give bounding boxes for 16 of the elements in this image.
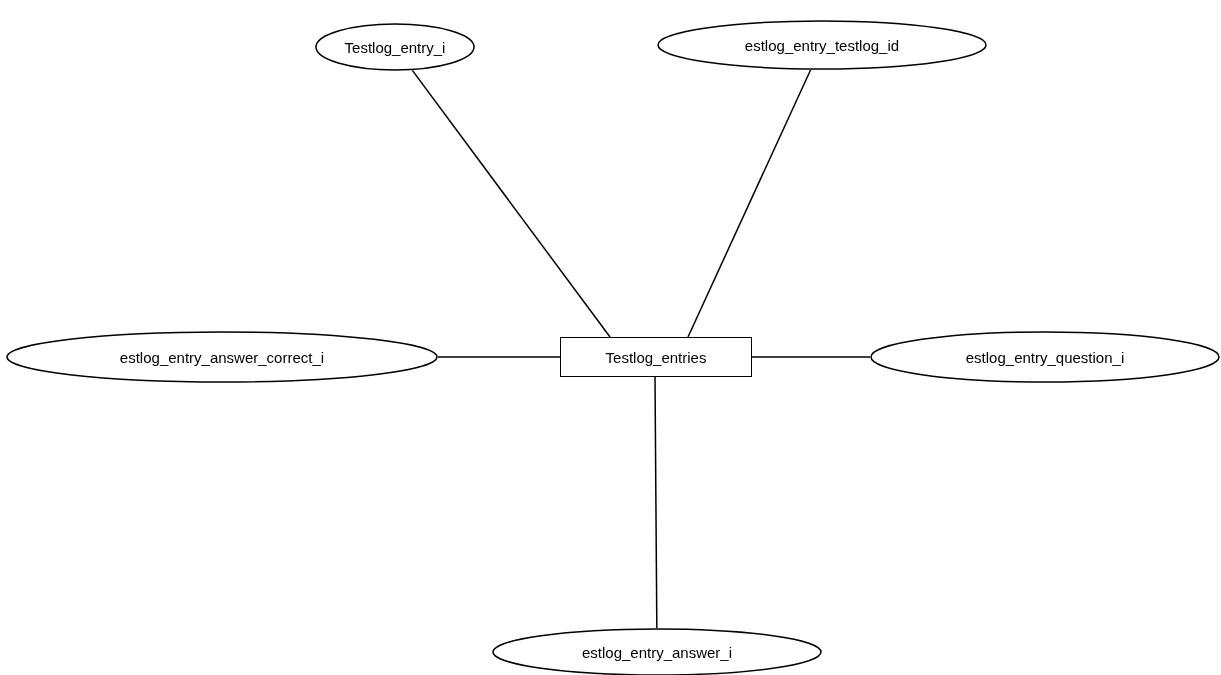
attribute-name: Testlog_entry_i — [344, 38, 446, 56]
attribute-name: estlog_entry_testlog_id — [744, 36, 900, 54]
connector-line — [411, 69, 611, 338]
entity-box — [560, 337, 752, 377]
entity-name: Testlog_entries — [605, 348, 707, 366]
attribute-ellipse — [315, 23, 475, 71]
attribute-ellipse — [657, 20, 987, 70]
attribute-name: estlog_entry_answer_correct_i — [119, 348, 325, 366]
attribute-ellipse — [870, 331, 1220, 383]
connector-line — [654, 376, 658, 629]
connector-line — [437, 356, 561, 358]
connector-line — [687, 69, 812, 338]
attribute-ellipse — [6, 331, 438, 383]
attribute-name: estlog_entry_answer_i — [581, 643, 733, 661]
attribute-name: estlog_entry_question_i — [965, 348, 1125, 366]
connector-line — [751, 356, 871, 358]
